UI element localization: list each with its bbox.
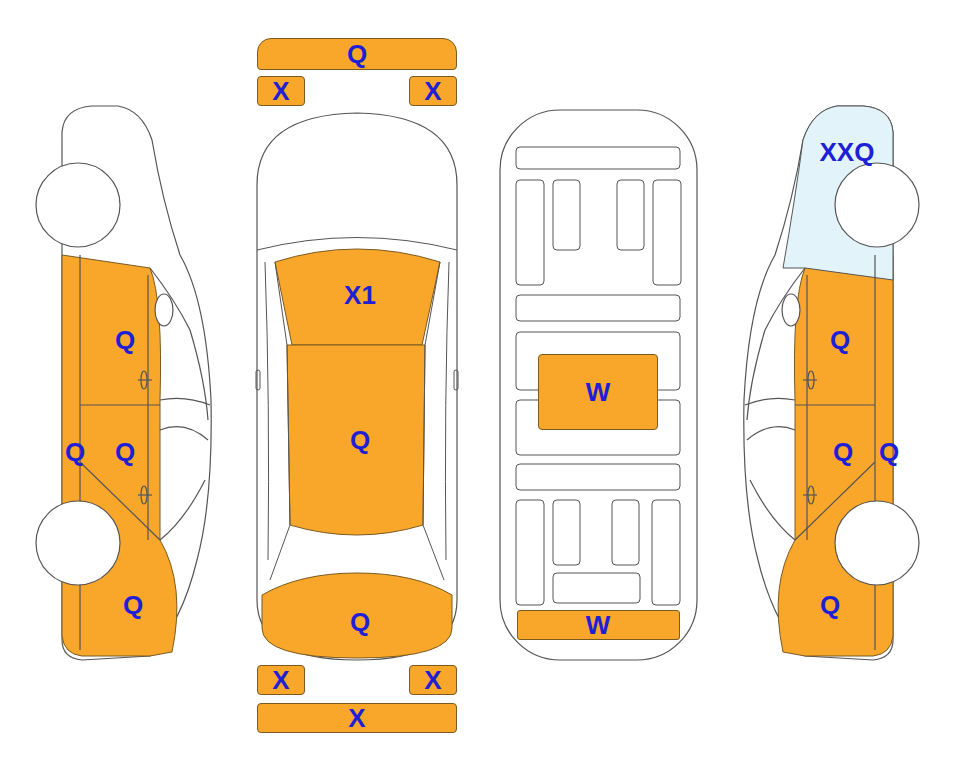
damage-code: X	[424, 78, 441, 104]
corner-panel: X	[409, 76, 457, 106]
bumper-panel: X	[257, 703, 457, 733]
hood-panel: X1	[341, 280, 379, 310]
fender-panel: XXQ	[817, 137, 878, 167]
door-panel: Q	[827, 325, 853, 355]
damage-code: Q	[350, 609, 370, 635]
damage-code: XXQ	[820, 139, 875, 165]
damage-code: Q	[833, 439, 853, 465]
damage-code: X	[424, 667, 441, 693]
roof-panel: Q	[347, 425, 373, 455]
quarter-panel: Q	[120, 590, 146, 620]
damage-code: Q	[820, 592, 840, 618]
damage-code: X	[272, 78, 289, 104]
damage-code: Q	[879, 439, 899, 465]
damage-code: X	[348, 705, 365, 731]
quarter-panel: Q	[817, 590, 843, 620]
door-panel: Q	[112, 437, 138, 467]
corner-panel: X	[257, 76, 305, 106]
sill-panel: Q	[876, 437, 902, 467]
sill-panel: Q	[62, 437, 88, 467]
door-panel: Q	[830, 437, 856, 467]
damage-code: X	[272, 667, 289, 693]
damage-code: Q	[347, 41, 367, 67]
damage-code: Q	[115, 439, 135, 465]
trunk-panel: Q	[347, 607, 373, 637]
bumper-panel: Q	[257, 38, 457, 70]
damage-code: Q	[115, 327, 135, 353]
damage-code: Q	[123, 592, 143, 618]
corner-panel: X	[409, 665, 457, 695]
floor-panel: W	[517, 610, 680, 640]
door-panel: Q	[112, 325, 138, 355]
floor-panel: W	[538, 354, 658, 430]
damage-code: Q	[65, 439, 85, 465]
damage-code: Q	[830, 327, 850, 353]
damage-code: W	[586, 379, 611, 405]
corner-panel: X	[257, 665, 305, 695]
damage-code: Q	[350, 427, 370, 453]
damage-code: X1	[344, 282, 376, 308]
damage-code: W	[586, 612, 611, 638]
